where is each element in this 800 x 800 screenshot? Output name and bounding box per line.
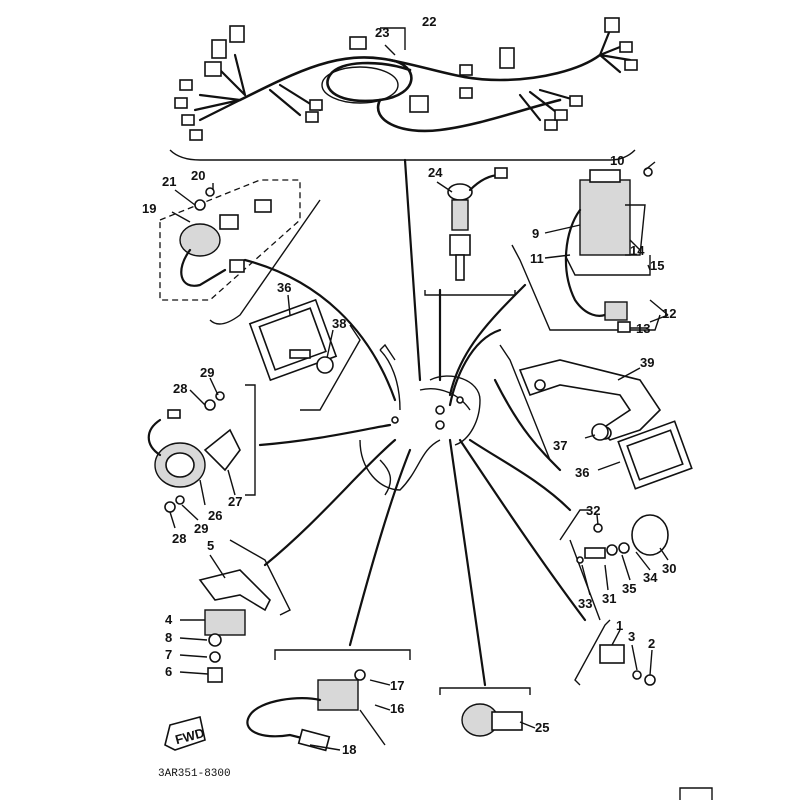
callout-34: 34: [643, 570, 658, 585]
callout-31: 31: [602, 591, 616, 606]
main-switch-group: [159, 179, 321, 325]
callout-28-bottom: 28: [172, 531, 186, 546]
callout-24: 24: [428, 165, 443, 180]
ignition-coil-group: [246, 649, 411, 752]
callout-23: 23: [375, 25, 389, 40]
callout-3: 3: [628, 629, 635, 644]
callout-30: 30: [662, 561, 676, 576]
part-code: 3AR351-8300: [158, 768, 231, 780]
callout-37: 37: [553, 438, 567, 453]
fwd-arrow: FWD: [164, 716, 206, 751]
callout-16: 16: [390, 701, 404, 716]
callout-13: 13: [636, 321, 650, 336]
callouts: 22 23 10 9 14 11 15 12 13 24 20 21 19 36…: [142, 14, 676, 757]
horn-group: [147, 384, 256, 513]
leader-lines: [169, 27, 669, 751]
callout-36-left: 36: [277, 280, 291, 295]
callout-5: 5: [207, 538, 214, 553]
callout-38: 38: [332, 316, 346, 331]
callout-27: 27: [228, 494, 242, 509]
item-1-3-group: [574, 619, 656, 686]
callout-35: 35: [622, 581, 636, 596]
callout-22: 22: [422, 14, 436, 29]
reflector-left: [248, 298, 361, 411]
callout-7: 7: [165, 647, 172, 662]
wire-harness: [169, 17, 638, 161]
callout-2: 2: [648, 636, 655, 651]
callout-21: 21: [162, 174, 176, 189]
callout-20: 20: [191, 168, 205, 183]
reflector-right-group: [499, 344, 693, 490]
callout-18: 18: [342, 742, 356, 757]
callout-4: 4: [165, 612, 173, 627]
item-24-group: [424, 167, 516, 296]
battery-group: [511, 167, 661, 333]
callout-32: 32: [586, 503, 600, 518]
callout-29-top: 29: [200, 365, 214, 380]
callout-39: 39: [640, 355, 654, 370]
corner-mark: [679, 787, 713, 800]
fwd-label: FWD: [174, 725, 206, 747]
frame-center: [359, 343, 481, 496]
callout-17: 17: [390, 678, 404, 693]
callout-19: 19: [142, 201, 156, 216]
callout-6: 6: [165, 664, 172, 679]
callout-11: 11: [530, 251, 544, 266]
callout-25: 25: [535, 720, 549, 735]
callout-14: 14: [630, 243, 645, 258]
callout-33: 33: [578, 596, 592, 611]
callout-29-bottom: 29: [194, 521, 208, 536]
switch-25: [439, 687, 531, 737]
callout-10: 10: [610, 153, 624, 168]
callout-9: 9: [532, 226, 539, 241]
callout-12: 12: [662, 306, 676, 321]
callout-28-top: 28: [173, 381, 187, 396]
callout-36-right: 36: [575, 465, 589, 480]
flasher-group: [198, 539, 291, 683]
callout-26: 26: [208, 508, 222, 523]
routing-lines: [243, 158, 587, 687]
callout-8: 8: [165, 630, 172, 645]
callout-1: 1: [616, 618, 623, 633]
callout-15: 15: [650, 258, 664, 273]
